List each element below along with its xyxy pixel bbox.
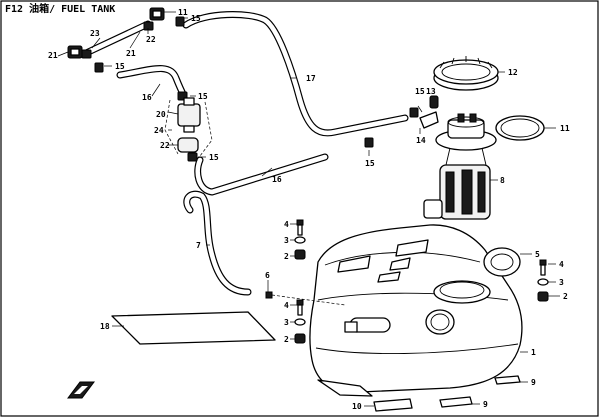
bolt-4-right: [539, 259, 547, 276]
callout-13: 13: [426, 87, 436, 96]
hose-clamp-15-f: [409, 107, 419, 118]
callout-4-right: 4: [559, 260, 564, 269]
fitting-13: [429, 95, 439, 109]
heat-shield-sheet-19: [111, 311, 276, 345]
callout-15-upper: 15: [191, 14, 201, 23]
fuel-filter-18: [177, 97, 201, 133]
callout-12: 12: [508, 68, 518, 77]
callout-labels: 11 15 23 22 21 21 15 16 15 20 24 22 15 1…: [48, 8, 570, 411]
callout-14: 14: [416, 136, 426, 145]
callout-21-upper: 11: [178, 8, 188, 17]
callout-3-left-lower: 3: [284, 318, 289, 327]
callout-24: 24: [154, 126, 164, 135]
hose-17: [182, 11, 409, 137]
callout-6: 6: [265, 271, 270, 280]
callout-1: 1: [531, 348, 536, 357]
pump-flange: [435, 113, 497, 151]
connector-21-upper: [149, 7, 165, 21]
callout-15-center: 15: [365, 159, 375, 168]
lock-ring-12: [433, 56, 499, 91]
fuel-pump-8: [423, 147, 491, 220]
hose-clamp-15-a: [175, 16, 185, 27]
callout-11: 11: [560, 124, 570, 133]
pad-10: [373, 398, 413, 412]
callout-4-left-upper: 4: [284, 220, 289, 229]
leader-lines: [57, 11, 560, 407]
callout-2-left-upper: 2: [284, 252, 289, 261]
assembly-24-bracket: [164, 99, 213, 157]
callout-15-lower: 15: [209, 153, 219, 162]
connector-22-left: [81, 49, 92, 59]
callout-9-lower: 9: [483, 400, 488, 409]
callout-17: 17: [306, 74, 316, 83]
washer-3-left-upper: [294, 236, 306, 244]
connector-21-left: [67, 45, 83, 59]
pad-9-upper: [494, 375, 521, 385]
diagram-title: F12 油箱/ FUEL TANK: [5, 2, 115, 15]
callout-3-left-upper: 3: [284, 236, 289, 245]
nut-2-left-upper: [294, 249, 306, 260]
callout-20: 21: [126, 49, 136, 58]
fuel-cap-5: [483, 247, 521, 277]
hose-20: [80, 20, 152, 58]
callout-15-pump: 15: [415, 87, 425, 96]
filter-holder-23: [177, 137, 199, 153]
nut-2-right: [537, 291, 549, 302]
pad-9-lower: [439, 396, 473, 408]
callout-15-left: 15: [115, 62, 125, 71]
callout-21-left: 21: [48, 51, 58, 60]
nut-2-left-lower: [294, 333, 306, 344]
fuel-tank-1: [309, 224, 523, 397]
hose-16-upper: [116, 65, 188, 100]
callout-22-upper: 22: [146, 35, 156, 44]
callout-8: 8: [500, 176, 505, 185]
callout-22-left: 23: [90, 29, 100, 38]
callout-4-left-lower: 4: [284, 301, 289, 310]
hose-clamp-15-e: [364, 137, 374, 148]
hose-16-lower: [194, 153, 329, 196]
gasket-11: [495, 115, 545, 141]
fitting-14: [419, 111, 439, 129]
vent-fitting-6: [265, 291, 346, 306]
connector-22-upper: [143, 21, 154, 31]
hose-7: [183, 190, 252, 296]
callout-2-right: 2: [563, 292, 568, 301]
bolt-4-left-lower: [296, 299, 304, 316]
callout-7: 7: [196, 241, 201, 250]
callout-2-left-lower: 2: [284, 335, 289, 344]
hose-clamp-15-b: [94, 62, 104, 73]
brand-logo: [67, 381, 95, 399]
washer-3-left-lower: [294, 318, 306, 326]
callout-19: 18: [100, 322, 110, 331]
callout-10: 10: [352, 402, 362, 411]
hose-clamp-15-d: [187, 152, 198, 162]
bolt-4-left-upper: [296, 219, 304, 236]
callout-23: 22: [160, 141, 170, 150]
callout-5: 5: [535, 250, 540, 259]
callout-3-right: 3: [559, 278, 564, 287]
callout-18: 20: [156, 110, 166, 119]
callout-16-upper: 16: [142, 93, 152, 102]
callout-15-filter: 15: [198, 92, 208, 101]
callout-16-lower: 16: [272, 175, 282, 184]
callout-9-upper: 9: [531, 378, 536, 387]
washer-3-right: [537, 278, 549, 286]
